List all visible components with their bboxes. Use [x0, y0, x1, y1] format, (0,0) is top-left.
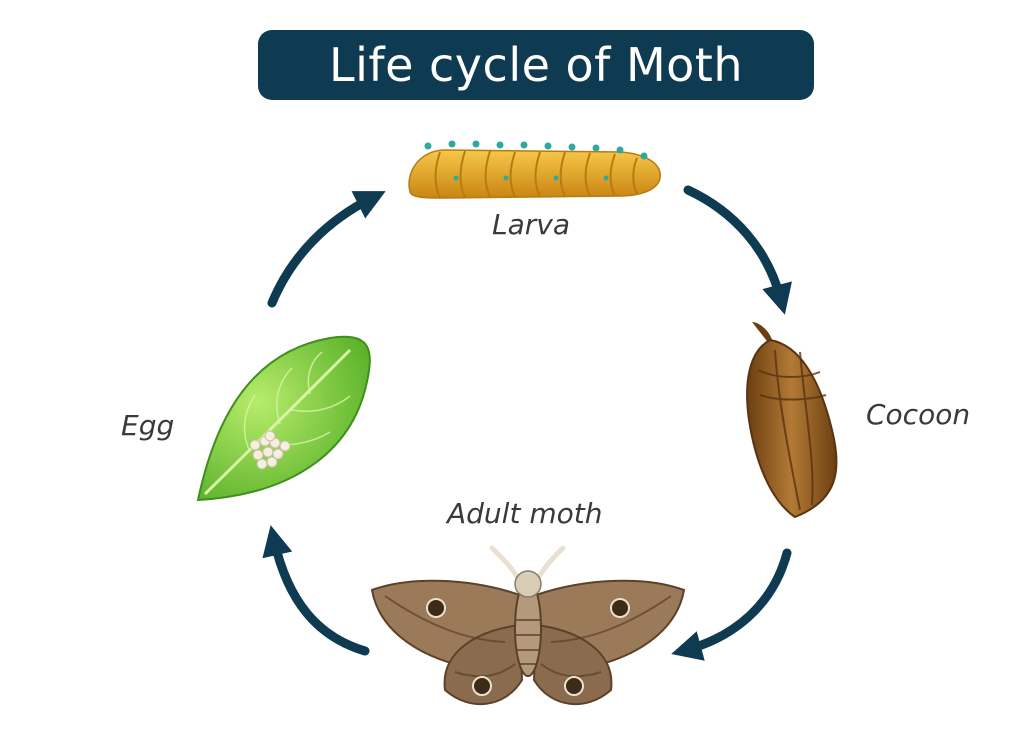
adult-moth-illustration [370, 545, 686, 706]
stage-label-egg: Egg [121, 409, 175, 442]
leaf-with-eggs-illustration [196, 335, 371, 502]
cocoon-illustration [746, 322, 838, 519]
egg-cluster [249, 430, 291, 470]
arrow-egg-to-larva [267, 191, 386, 308]
arrow-larva-to-cocoon [683, 185, 792, 315]
stage-label-adult-moth: Adult moth [447, 497, 603, 530]
larva-illustration [408, 140, 661, 199]
title-banner: Life cycle of Moth [258, 30, 814, 100]
stage-label-larva: Larva [492, 208, 570, 241]
stage-label-cocoon: Cocoon [866, 398, 971, 431]
arrow-adult-to-egg [262, 525, 370, 656]
page-title: Life cycle of Moth [328, 38, 743, 92]
arrow-cocoon-to-adult [671, 548, 792, 661]
